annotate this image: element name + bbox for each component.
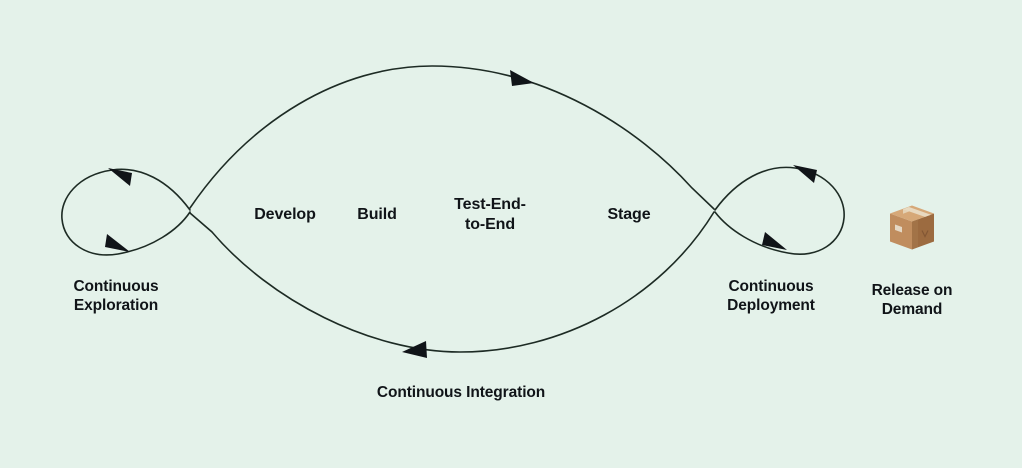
stage-label-develop: Develop — [254, 206, 316, 223]
bottom-curve-path — [189, 211, 715, 353]
package-box-icon — [884, 198, 940, 259]
top-curve-path — [189, 65, 715, 210]
phase-label-continuous-deployment: Continuous Deployment — [727, 278, 815, 315]
deployment-loop-top-arrow — [793, 165, 817, 183]
deployment-loop-bottom-arrow — [762, 232, 787, 250]
deployment-loop-path — [714, 166, 845, 255]
bottom-curve-arrow — [402, 341, 427, 358]
top-curve-arrow — [510, 70, 534, 86]
phase-label-continuous-integration: Continuous Integration — [376, 384, 546, 401]
exploration-loop-bottom-arrow — [105, 234, 130, 252]
stage-label-build: Build — [357, 206, 397, 223]
exploration-loop-top-arrow — [108, 168, 132, 186]
stage-label-test-end-to-end: Test-End- to-End — [454, 196, 526, 233]
exploration-loop-path — [61, 168, 191, 256]
phase-label-release-on-demand: Release on Demand — [871, 282, 953, 319]
phase-label-continuous-exploration: Continuous Exploration — [73, 278, 159, 315]
stage-label-stage: Stage — [607, 206, 651, 223]
